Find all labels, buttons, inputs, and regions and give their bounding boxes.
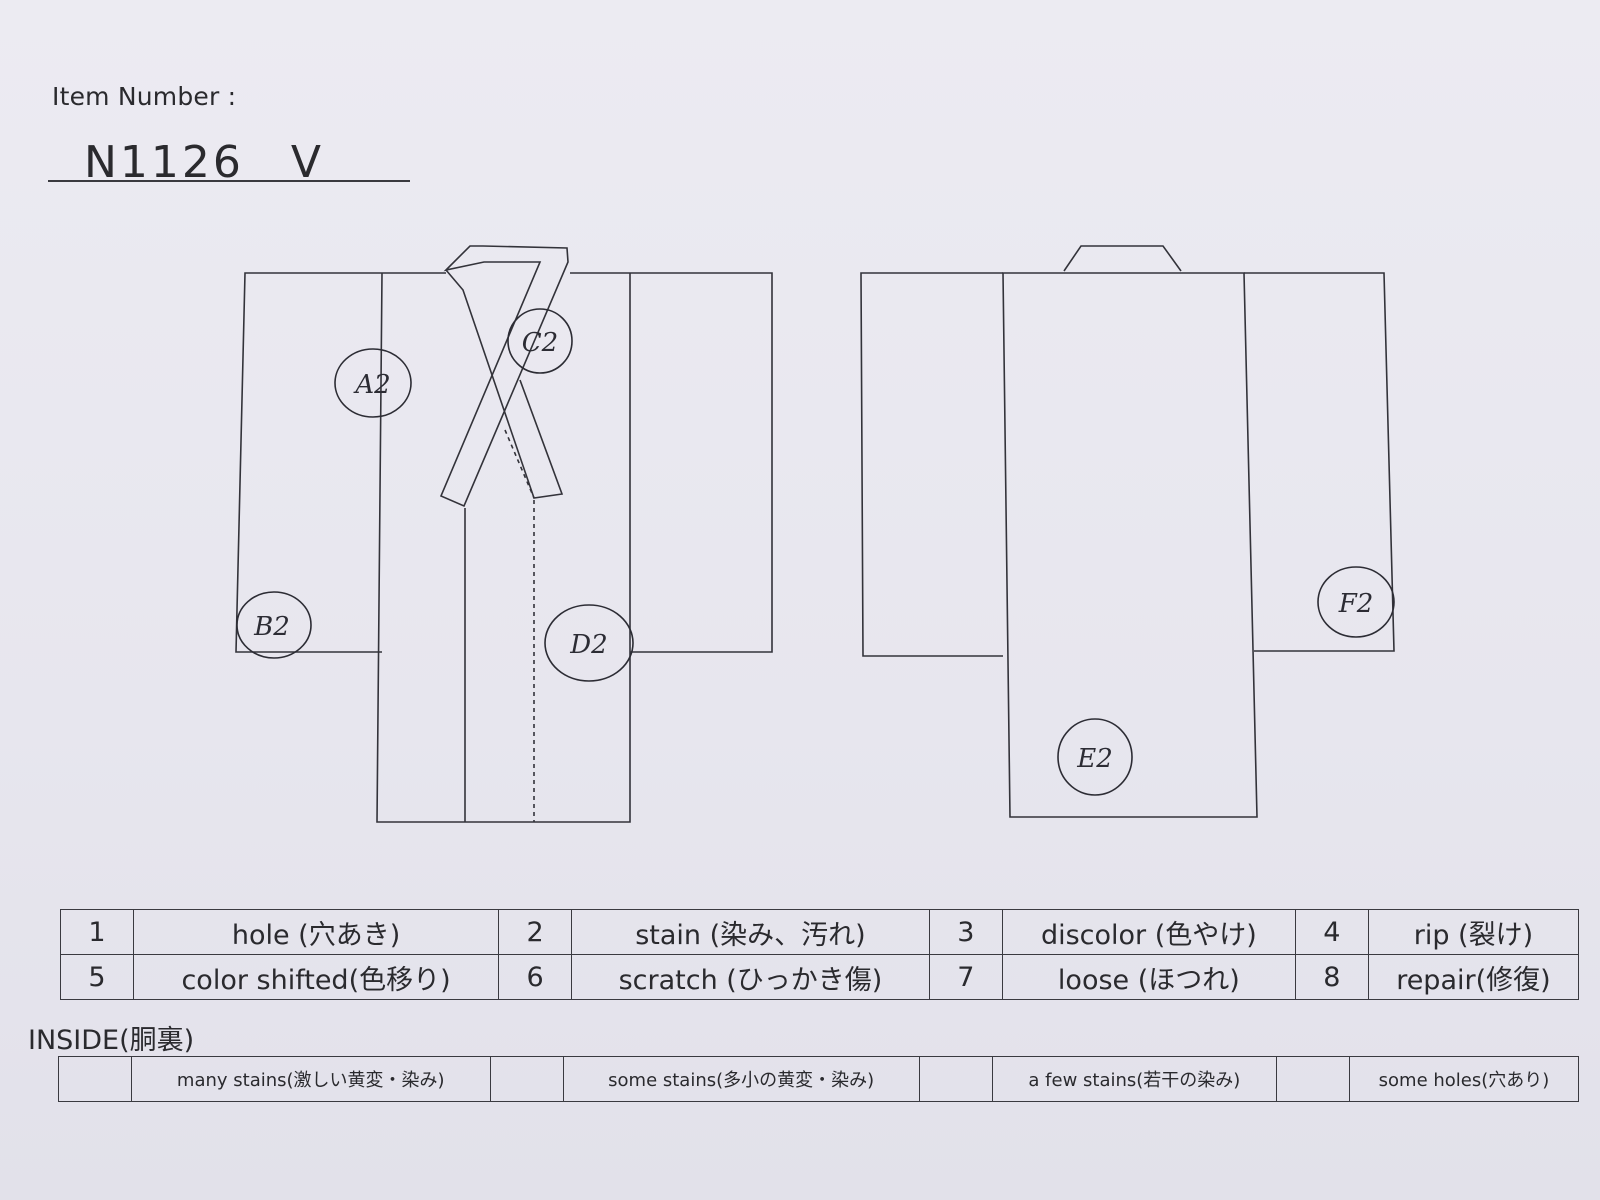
back-left-sleeve — [860, 272, 1003, 657]
front-left-sleeve — [235, 272, 382, 653]
legend-label: hole (穴あき) — [132, 909, 500, 955]
kimono-diagram: A2 B2 C2 D2 E2 F2 — [235, 245, 1395, 823]
back-body — [1002, 272, 1258, 818]
legend-number: 4 — [1294, 909, 1369, 955]
collar-hidden-edge — [504, 429, 535, 499]
legend-label: color shifted(色移り) — [132, 954, 500, 1000]
front-right-sleeve — [630, 272, 773, 653]
damage-mark-d2: D2 — [544, 604, 634, 682]
damage-mark-d2-label: D2 — [569, 630, 607, 660]
legend-label: stain (染み、汚れ) — [571, 909, 930, 955]
damage-mark-a2-label: A2 — [353, 370, 390, 400]
kimono-back-view — [860, 245, 1395, 818]
item-number-label: Item Number : — [52, 82, 237, 111]
inside-option-label: some stains(多小の黄変・染み) — [562, 1056, 920, 1102]
back-right-sleeve — [1244, 272, 1395, 652]
damage-mark-c2: C2 — [507, 308, 573, 374]
damage-mark-e2-label: E2 — [1076, 744, 1113, 774]
damage-mark-f2-label: F2 — [1338, 589, 1374, 619]
legend-number: 7 — [928, 954, 1003, 1000]
inside-checkbox[interactable] — [58, 1056, 132, 1102]
legend-label: loose (ほつれ) — [1001, 954, 1296, 1000]
kimono-front-view — [235, 245, 773, 823]
damage-mark-e2: E2 — [1057, 718, 1133, 796]
legend-row: 1 hole (穴あき) 2 stain (染み、汚れ) 3 discolor … — [60, 909, 1580, 955]
legend-number: 2 — [498, 909, 573, 955]
legend-number: 1 — [60, 909, 134, 955]
legend-label: repair(修復) — [1367, 954, 1580, 1000]
inside-row: many stains(激しい黄変・染み) some stains(多小の黄変・… — [58, 1056, 1580, 1102]
inside-option-label: many stains(激しい黄変・染み) — [131, 1056, 491, 1102]
item-number-underline — [48, 180, 410, 182]
damage-marks: A2 B2 C2 D2 E2 F2 — [236, 308, 1395, 796]
inside-lining-table: many stains(激しい黄変・染み) some stains(多小の黄変・… — [58, 1056, 1580, 1102]
item-number-value: N1126 V — [84, 137, 324, 188]
damage-mark-c2-label: C2 — [522, 328, 558, 358]
legend-label: rip (裂け) — [1367, 909, 1580, 955]
inside-option-label: a few stains(若干の染み) — [991, 1056, 1277, 1102]
inside-checkbox[interactable] — [489, 1056, 564, 1102]
collar-right-band — [445, 269, 564, 499]
damage-legend-table: 1 hole (穴あき) 2 stain (染み、汚れ) 3 discolor … — [60, 909, 1580, 1000]
legend-number: 3 — [928, 909, 1003, 955]
damage-mark-f2: F2 — [1317, 566, 1395, 638]
damage-mark-b2: B2 — [236, 591, 312, 659]
inside-option-label: some holes(穴あり) — [1348, 1056, 1580, 1102]
inside-checkbox[interactable] — [1275, 1056, 1350, 1102]
legend-label: scratch (ひっかき傷) — [571, 954, 930, 1000]
inside-lining-title: INSIDE(胴裏) — [28, 1025, 195, 1056]
damage-mark-b2-label: B2 — [253, 612, 290, 642]
front-body — [376, 272, 631, 823]
collar-left-band — [439, 245, 569, 508]
legend-row: 5 color shifted(色移り) 6 scratch (ひっかき傷) 7… — [60, 954, 1580, 1000]
legend-number: 6 — [498, 954, 573, 1000]
back-collar — [1063, 245, 1182, 272]
inside-checkbox[interactable] — [918, 1056, 993, 1102]
damage-mark-a2: A2 — [334, 348, 412, 418]
legend-number: 5 — [60, 954, 134, 1000]
legend-number: 8 — [1294, 954, 1369, 1000]
legend-label: discolor (色やけ) — [1001, 909, 1296, 955]
